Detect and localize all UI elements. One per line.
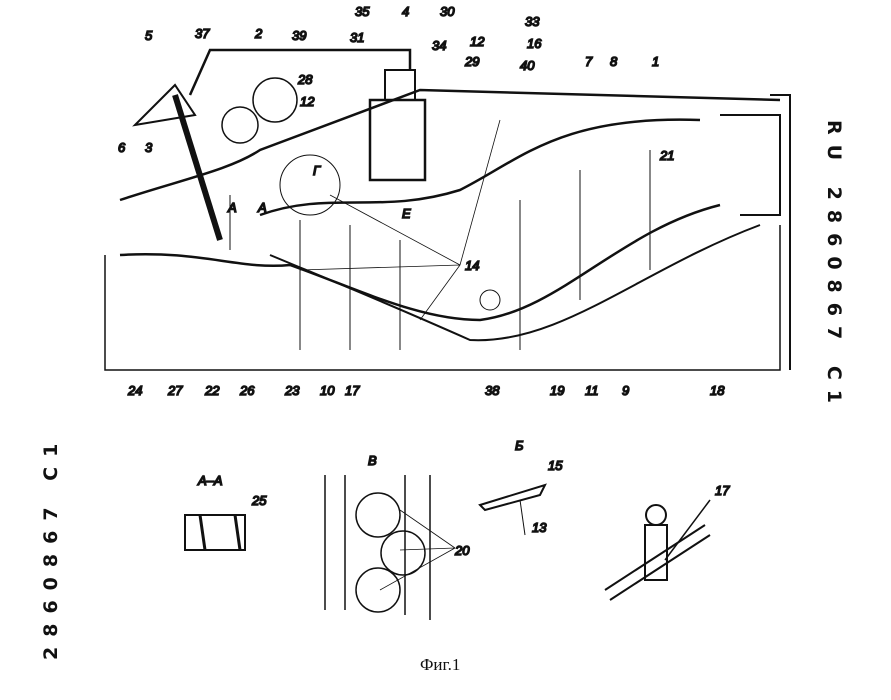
label-9: 9 — [622, 383, 629, 398]
label-17-detail: 17 — [715, 483, 730, 498]
patent-number-right: RU 2860867 C1 — [823, 120, 845, 413]
detail-fastener: 17 — [604, 482, 731, 601]
label-21: 21 — [659, 148, 674, 163]
label-34: 34 — [432, 38, 446, 53]
label-12: 12 — [300, 94, 315, 109]
label-A1: А — [227, 200, 237, 215]
label-31: 31 — [350, 30, 364, 45]
label-15: 15 — [548, 458, 563, 473]
section-v-title: В — [368, 453, 377, 468]
label-20: 20 — [454, 543, 470, 558]
label-14: 14 — [465, 258, 479, 273]
label-22: 22 — [204, 383, 220, 398]
label-26: 26 — [239, 383, 255, 398]
label-40: 40 — [520, 58, 535, 73]
label-39: 39 — [292, 28, 306, 43]
label-30: 30 — [440, 4, 455, 19]
label-29: 29 — [464, 54, 479, 69]
label-25: 25 — [251, 493, 267, 508]
label-17: 17 — [345, 383, 360, 398]
section-b: Б 15 13 — [478, 437, 564, 536]
label-2: 2 — [254, 26, 263, 41]
label-E: Е — [402, 206, 411, 221]
main-assembly — [104, 48, 791, 371]
label-12-top: 12 — [470, 34, 485, 49]
label-33: 33 — [525, 14, 540, 29]
label-37: 37 — [195, 26, 210, 41]
label-5: 5 — [145, 28, 153, 43]
section-aa-title: А–А — [197, 473, 223, 488]
label-19: 19 — [550, 383, 564, 398]
label-10: 10 — [320, 383, 335, 398]
label-27: 27 — [167, 383, 183, 398]
label-28: 28 — [297, 72, 313, 87]
label-G: Г — [313, 163, 321, 178]
patent-number-left: 2860867 C1 — [40, 433, 62, 660]
label-24: 24 — [127, 383, 142, 398]
figure-caption: Фиг.1 — [420, 655, 461, 674]
label-11: 11 — [585, 383, 599, 398]
label-35: 35 — [355, 4, 370, 19]
label-8: 8 — [610, 54, 618, 69]
label-18: 18 — [710, 383, 725, 398]
label-7: 7 — [585, 54, 593, 69]
label-13: 13 — [532, 520, 547, 535]
labels-top: 5 37 2 39 35 31 4 30 34 12 29 33 16 40 7… — [117, 3, 675, 274]
label-4: 4 — [402, 4, 409, 19]
section-v: В 20 — [324, 452, 471, 620]
labels-bottom: 24 27 22 26 23 10 17 38 19 11 9 18 — [126, 382, 726, 399]
label-3: 3 — [145, 140, 153, 155]
label-1: 1 — [652, 54, 659, 69]
section-b-title: Б — [515, 438, 524, 453]
label-6: 6 — [118, 140, 126, 155]
label-A2: А — [257, 200, 267, 215]
label-38: 38 — [485, 383, 500, 398]
section-aa: А–А 25 — [184, 472, 268, 551]
label-23: 23 — [284, 383, 300, 398]
label-16: 16 — [527, 36, 542, 51]
